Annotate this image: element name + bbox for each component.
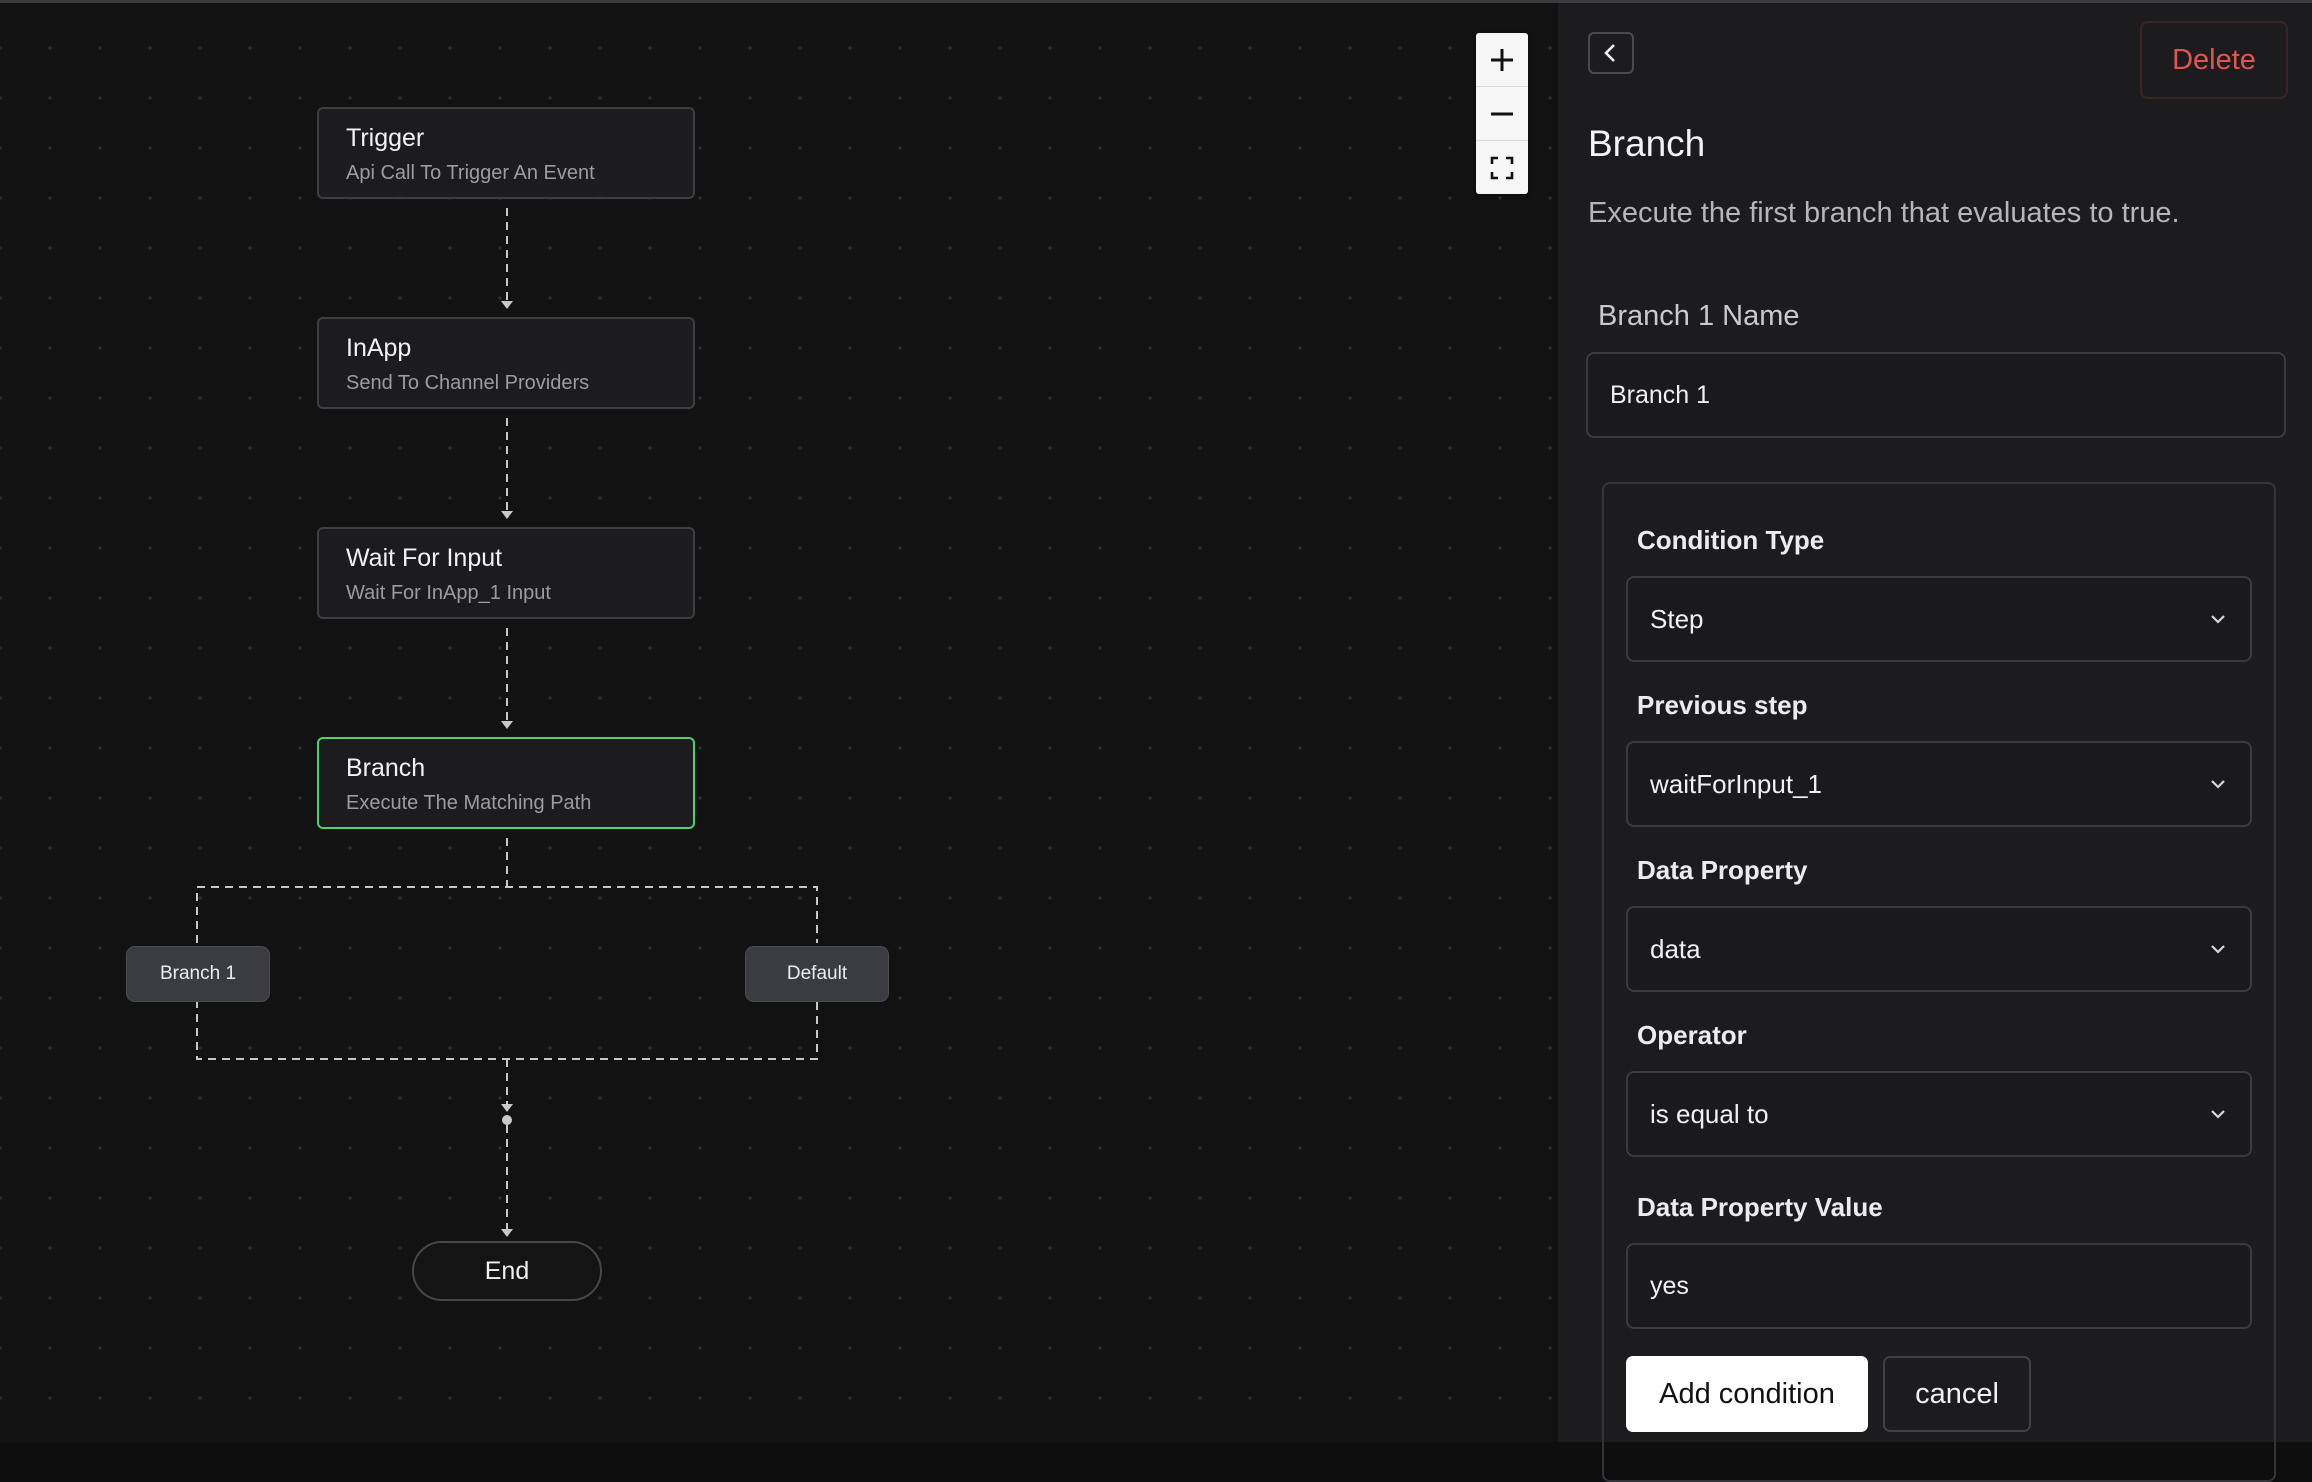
node-inapp[interactable]: InApp Send To Channel Providers (317, 317, 695, 409)
operator-select[interactable]: is equal to (1626, 1071, 2252, 1157)
branch-settings-panel: Delete Branch Execute the first branch t… (1558, 3, 2312, 1482)
previous-step-label: Previous step (1637, 690, 1808, 720)
chevron-down-icon (2211, 945, 2225, 954)
node-subtitle: Api Call To Trigger An Event (346, 162, 595, 184)
connector-lines (196, 208, 818, 1237)
select-value: waitForInput_1 (1650, 768, 1822, 799)
node-trigger[interactable]: Trigger Api Call To Trigger An Event (317, 107, 695, 199)
data-property-select[interactable]: data (1626, 906, 2252, 992)
workflow-canvas[interactable]: Trigger Api Call To Trigger An Event InA… (0, 3, 1558, 1442)
node-title: Wait For Input (346, 544, 503, 572)
data-property-label: Data Property (1637, 855, 1808, 885)
condition-type-select[interactable]: Step (1626, 576, 2252, 662)
zoom-out-button[interactable] (1476, 87, 1528, 141)
fit-view-button[interactable] (1476, 141, 1528, 194)
condition-type-label: Condition Type (1637, 525, 1825, 555)
data-property-value-label: Data Property Value (1637, 1192, 1883, 1222)
node-subtitle: Send To Channel Providers (346, 372, 590, 394)
operator-label: Operator (1637, 1020, 1747, 1050)
minus-icon (1491, 112, 1513, 115)
end-node[interactable]: End (412, 1241, 602, 1301)
add-condition-button[interactable]: Add condition (1626, 1356, 1868, 1432)
node-title: Branch (346, 754, 426, 782)
panel-title: Branch (1588, 123, 1706, 164)
node-wait-for-input[interactable]: Wait For Input Wait For InApp_1 Input (317, 527, 695, 619)
chevron-down-icon (2211, 780, 2225, 789)
chevron-down-icon (2211, 615, 2225, 624)
condition-box: Condition Type Step Previous step waitFo… (1602, 482, 2276, 1482)
branch-name-input[interactable]: Branch 1 (1586, 352, 2286, 438)
delete-button[interactable]: Delete (2140, 21, 2288, 99)
node-subtitle: Wait For InApp_1 Input (346, 582, 551, 604)
data-property-value-input[interactable]: yes (1626, 1243, 2252, 1329)
back-button[interactable] (1588, 32, 1634, 74)
previous-step-select[interactable]: waitForInput_1 (1626, 741, 2252, 827)
panel-description: Execute the first branch that evaluates … (1588, 197, 2180, 229)
select-value: data (1650, 933, 1701, 964)
chevron-down-icon (2211, 1110, 2225, 1119)
node-title: Trigger (346, 124, 425, 152)
plus-icon (1491, 48, 1513, 71)
node-branch[interactable]: Branch Execute The Matching Path (317, 737, 695, 829)
branch-pill-branch-1[interactable]: Branch 1 (126, 946, 270, 1002)
branch-pill-default[interactable]: Default (745, 946, 889, 1002)
node-subtitle: Execute The Matching Path (346, 792, 592, 814)
select-value: Step (1650, 603, 1704, 634)
select-value: is equal to (1650, 1098, 1769, 1129)
cancel-button[interactable]: cancel (1883, 1356, 2031, 1432)
zoom-in-button[interactable] (1476, 33, 1528, 87)
fit-view-icon (1490, 156, 1514, 179)
chevron-left-icon (1604, 44, 1615, 62)
top-border (0, 0, 2312, 3)
branch-name-label: Branch 1 Name (1598, 300, 1800, 332)
zoom-controls (1476, 33, 1528, 194)
node-title: InApp (346, 334, 412, 362)
